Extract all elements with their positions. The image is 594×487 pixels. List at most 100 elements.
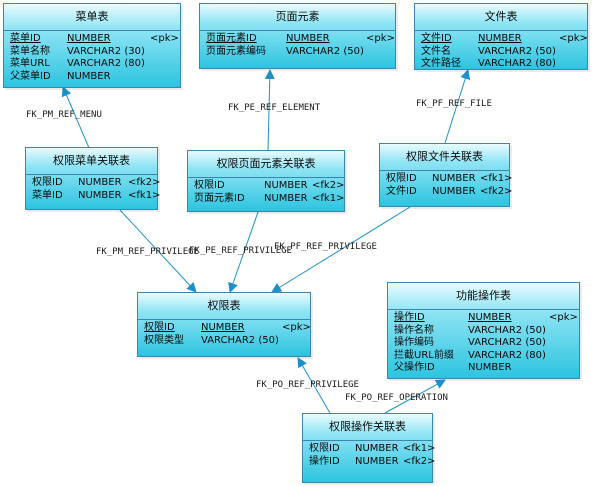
label-fk-po-ref-operation: FK_PO_REF_OPERATION [345,393,448,403]
field-row: 菜单名称 VARCHAR2 (30) [10,46,180,59]
field-name: 菜单URL [10,58,50,69]
entity-title: 权限菜单关联表 [26,148,157,175]
field-row: 权限ID NUMBER <fk1> [386,173,513,186]
field-type: NUMBER [78,189,122,201]
field-row: 菜单ID NUMBER <pk> [10,33,180,46]
field-type: VARCHAR2 (30) [67,45,145,57]
label-fk-pm-ref-menu: FK_PM_REF_MENU [26,110,102,120]
entity-title: 权限表 [138,293,310,320]
entity-priv-element[interactable]: 权限页面元素关联表 权限ID NUMBER <fk2> 页面元素ID NUMBE… [187,150,345,212]
field-key-badge: <fk1> [403,443,436,454]
field-name: 文件名 [421,45,451,57]
field-name: 父操作ID [394,362,435,373]
field-type: VARCHAR2 (50) [478,45,556,57]
field-key-badge: <pk> [559,33,588,44]
field-type: VARCHAR2 (50) [201,334,279,346]
field-row: 权限类型 VARCHAR2 (50) [144,335,310,348]
field-name: 权限ID [32,177,63,188]
field-name: 页面元素编码 [206,45,266,57]
field-type: VARCHAR2 (50) [468,337,546,348]
field-row: 页面元素ID NUMBER <fk1> [194,193,344,206]
entity-title: 功能操作表 [388,283,579,310]
field-name: 文件ID [386,185,417,197]
field-key-badge: <fk1> [312,192,345,204]
field-type: NUMBER [432,185,476,197]
label-fk-po-ref-privilege: FK_PO_REF_PRIVILEGE [256,380,359,390]
field-type: NUMBER [67,70,111,82]
label-fk-pe-ref-privilege: FK_PE_REF_PRIVILEGE [189,246,292,256]
field-row: 操作ID NUMBER <pk> [394,312,579,325]
field-type: NUMBER [478,33,522,44]
entity-menu[interactable]: 菜单表 菜单ID NUMBER <pk> 菜单名称 VARCHAR2 (30) … [3,3,181,88]
field-name: 操作ID [394,312,425,323]
field-type: NUMBER [468,312,512,323]
field-name: 文件路径 [421,58,461,69]
field-name: 操作编码 [394,337,434,348]
label-fk-pf-ref-privilege: FK_PF_REF_PRIVILEGE [274,242,377,252]
field-row: 操作ID NUMBER <fk2> [309,455,435,469]
entity-title: 权限文件关联表 [380,144,509,171]
field-type: VARCHAR2 (50) [468,324,546,336]
field-row: 权限ID NUMBER <fk1> [309,443,436,456]
field-type: NUMBER [67,33,111,44]
entity-priv-file[interactable]: 权限文件关联表 权限ID NUMBER <fk1> 文件ID NUMBER <f… [379,143,513,207]
field-type: NUMBER [432,173,476,184]
field-row: 拦截URL前缀 VARCHAR2 (80) [394,350,579,363]
field-key-badge: <fk2> [128,177,161,188]
field-type: NUMBER [286,33,330,44]
field-name: 权限ID [386,173,417,184]
field-row: 菜单ID NUMBER <fk1> [32,189,160,203]
field-type: NUMBER [355,455,399,467]
field-row: 权限ID NUMBER <fk2> [194,180,344,193]
label-fk-pe-ref-element: FK_PE_REF_ELEMENT [228,103,321,113]
field-row: 父操作ID NUMBER [394,362,579,375]
field-row: 菜单URL VARCHAR2 (80) [10,58,180,71]
field-name: 权限ID [309,443,340,454]
field-name: 菜单ID [10,33,41,44]
entity-priv-operation[interactable]: 权限操作关联表 权限ID NUMBER <fk1> 操作ID NUMBER <f… [302,413,436,483]
field-type: NUMBER [264,180,308,191]
entity-priv-menu[interactable]: 权限菜单关联表 权限ID NUMBER <fk2> 菜单ID NUMBER <f… [25,147,161,210]
field-row: 操作编码 VARCHAR2 (50) [394,337,579,350]
field-name: 菜单名称 [10,45,50,57]
field-row: 文件路径 VARCHAR2 (80) [421,58,587,71]
field-name: 页面元素ID [194,192,245,204]
field-key-badge: <fk1> [480,173,513,184]
field-key-badge: <fk2> [480,185,513,197]
field-type: VARCHAR2 (50) [286,45,364,57]
entity-title: 权限操作关联表 [303,414,432,441]
field-type: NUMBER [201,322,245,333]
field-row: 权限ID NUMBER <pk> [144,322,311,335]
entity-file[interactable]: 文件表 文件ID NUMBER <pk> 文件名 VARCHAR2 (50) 文… [414,3,588,70]
field-name: 文件ID [421,33,452,44]
entity-title: 页面元素 [200,4,395,31]
field-name: 权限ID [194,180,225,191]
field-key-badge: <pk> [150,33,179,44]
label-fk-pf-ref-file: FK_PF_REF_FILE [416,99,492,109]
field-row: 页面元素ID NUMBER <pk> [206,33,395,46]
field-name: 操作ID [309,455,340,467]
entity-operation[interactable]: 功能操作表 操作ID NUMBER <pk> 操作名称 VARCHAR2 (50… [387,282,580,379]
field-name: 拦截URL前缀 [394,349,454,361]
field-name: 父菜单ID [10,70,51,82]
field-type: NUMBER [468,362,512,373]
label-fk-pm-ref-privilege: FK_PM_REF_PRIVILEGE [96,247,199,257]
field-key-badge: <pk> [366,33,395,44]
field-name: 权限类型 [144,334,184,346]
field-type: NUMBER [78,177,122,188]
field-type: NUMBER [355,443,399,454]
field-row: 页面元素编码 VARCHAR2 (50) [206,46,395,59]
field-row: 文件ID NUMBER <fk2> [386,185,513,199]
entity-page-element[interactable]: 页面元素 页面元素ID NUMBER <pk> 页面元素编码 VARCHAR2 … [199,3,396,69]
field-name: 操作名称 [394,324,434,336]
field-name: 页面元素ID [206,33,257,44]
field-name: 权限ID [144,322,175,333]
entity-privilege[interactable]: 权限表 权限ID NUMBER <pk> 权限类型 VARCHAR2 (50) [137,292,311,357]
field-key-badge: <pk> [282,322,311,333]
field-name: 菜单ID [32,189,63,201]
field-row: 权限ID NUMBER <fk2> [32,177,161,190]
field-row: 操作名称 VARCHAR2 (50) [394,325,579,338]
field-type: VARCHAR2 (80) [478,58,556,69]
field-row: 文件名 VARCHAR2 (50) [421,46,587,59]
field-type: VARCHAR2 (80) [468,349,546,361]
